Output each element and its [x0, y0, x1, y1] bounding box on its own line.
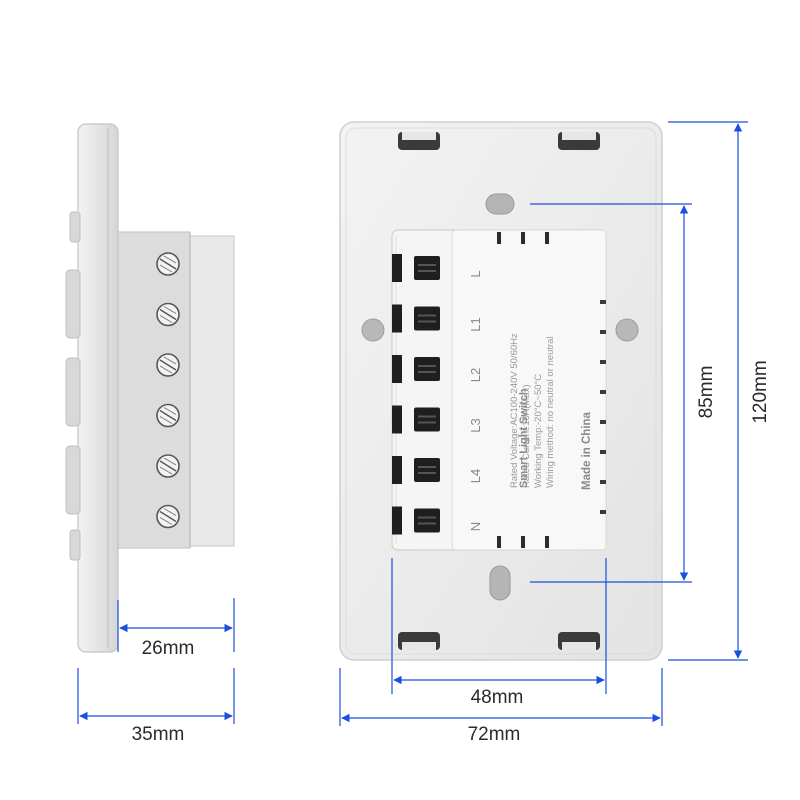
- side-view: [65, 123, 235, 653]
- side-faceplate: [77, 123, 119, 653]
- side-body-back: [189, 235, 235, 547]
- dim-label-48: 48mm: [471, 687, 524, 708]
- side-button-bump: [65, 269, 81, 339]
- dim-label-26: 26mm: [142, 638, 195, 659]
- vent-slot: [600, 480, 606, 484]
- dim-label-35: 35mm: [132, 724, 185, 745]
- terminal-label: L2: [468, 368, 483, 382]
- mounting-hole-icon: [361, 193, 639, 601]
- terminal-slot: [392, 355, 440, 383]
- dimensions: [77, 121, 748, 726]
- module-spec-line: Working Temp:-20°C~50°C: [533, 374, 544, 488]
- terminal-slot: [392, 506, 440, 535]
- terminal-slot: [392, 304, 440, 333]
- side-button-bump: [69, 211, 81, 243]
- screw-icon: [156, 353, 180, 377]
- vent-slot: [600, 450, 606, 454]
- side-screws: [156, 252, 180, 529]
- vent-slot: [600, 390, 606, 394]
- terminal-label: L1: [468, 317, 483, 331]
- module-printed-label: Made in China: [581, 411, 593, 490]
- terminal-slot: [392, 405, 440, 434]
- terminal-block: [392, 254, 440, 535]
- clip-icon: [398, 132, 600, 650]
- dim-label-120: 120mm: [750, 360, 771, 423]
- screw-icon: [156, 302, 180, 327]
- module-spec-line: Wiring method: no neutral or neutral: [545, 336, 556, 488]
- vent-slot: [600, 360, 606, 364]
- module-spec-line: Rated Current:10A(Max): [521, 385, 532, 488]
- module-origin: Made in China: [581, 411, 593, 490]
- terminal-label: L3: [468, 418, 483, 432]
- terminal-slot: [392, 254, 440, 282]
- wall-plate-inner-edge: [345, 127, 657, 655]
- terminal-label: N: [468, 522, 483, 531]
- screw-icon: [156, 403, 180, 428]
- vent-slot: [600, 510, 606, 514]
- terminal-slot: [392, 456, 440, 484]
- module-side-vents: [600, 300, 606, 514]
- vent-slot: [600, 300, 606, 304]
- screw-icon: [156, 454, 180, 478]
- side-button-bump: [69, 529, 81, 561]
- vent-slot: [600, 420, 606, 424]
- module-vents: [497, 232, 549, 548]
- module-title: Smart Light Switch: [518, 388, 530, 488]
- dim-label-72: 72mm: [468, 724, 521, 745]
- module-spec-line: Rated Voltage:AC100-240V 50/60Hz: [509, 333, 520, 488]
- terminal-label: L: [468, 270, 483, 277]
- dim-label-85: 85mm: [696, 366, 717, 419]
- side-button-bump: [65, 445, 81, 515]
- module-title-group: Smart Light Switch: [518, 388, 530, 488]
- side-body: [117, 231, 191, 549]
- screw-icon: [156, 252, 180, 276]
- screw-icon: [156, 504, 180, 529]
- terminal-label: L4: [468, 469, 483, 483]
- vent-slot: [600, 330, 606, 334]
- side-button-bump: [65, 357, 81, 427]
